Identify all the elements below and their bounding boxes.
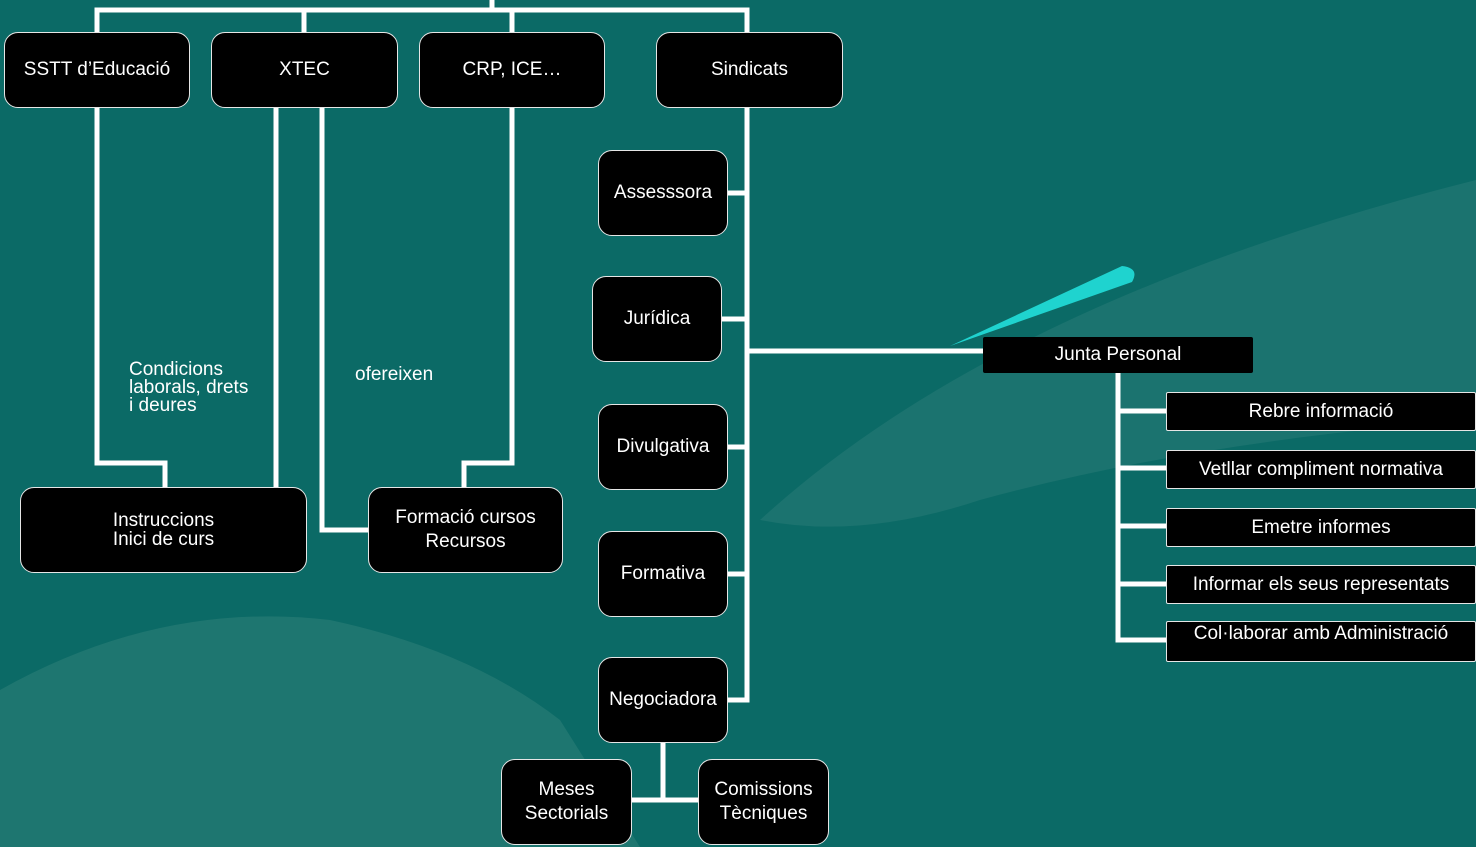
node-instruccions: Instruccions Inici de curs [20, 487, 307, 573]
node-xtec: XTEC [211, 32, 398, 108]
node-vetllar-compliment: Vetllar compliment normativa [1166, 450, 1476, 489]
node-col-laborar-administracio: Col·laborar amb Administració [1166, 621, 1476, 662]
node-emetre-informes: Emetre informes [1166, 508, 1476, 547]
label-condicions: Condicions laborals, drets i deures [129, 359, 249, 417]
node-rebre-informacio: Rebre informació [1166, 392, 1476, 431]
node-formativa: Formativa [598, 531, 728, 617]
label-ofereixen: ofereixen [355, 364, 434, 385]
node-juridica: Jurídica [592, 276, 722, 362]
node-assessora: Assesssora [598, 150, 728, 236]
node-meses-sectorials: Meses Sectorials [501, 759, 632, 845]
node-sindicats: Sindicats [656, 32, 843, 108]
node-comissions-tecniques: Comissions Tècniques [698, 759, 829, 845]
node-junta-personal: Junta Personal [983, 337, 1253, 373]
node-formacio: Formació cursos Recursos [368, 487, 563, 573]
accent-feather-icon [950, 266, 1135, 346]
node-divulgativa: Divulgativa [598, 404, 728, 490]
background-swoosh-left [0, 616, 640, 847]
node-crp-ice: CRP, ICE… [419, 32, 605, 108]
node-sstt-educacio: SSTT d’Educació [4, 32, 190, 108]
node-negociadora: Negociadora [598, 657, 728, 743]
node-informar-representats: Informar els seus representats [1166, 565, 1476, 604]
